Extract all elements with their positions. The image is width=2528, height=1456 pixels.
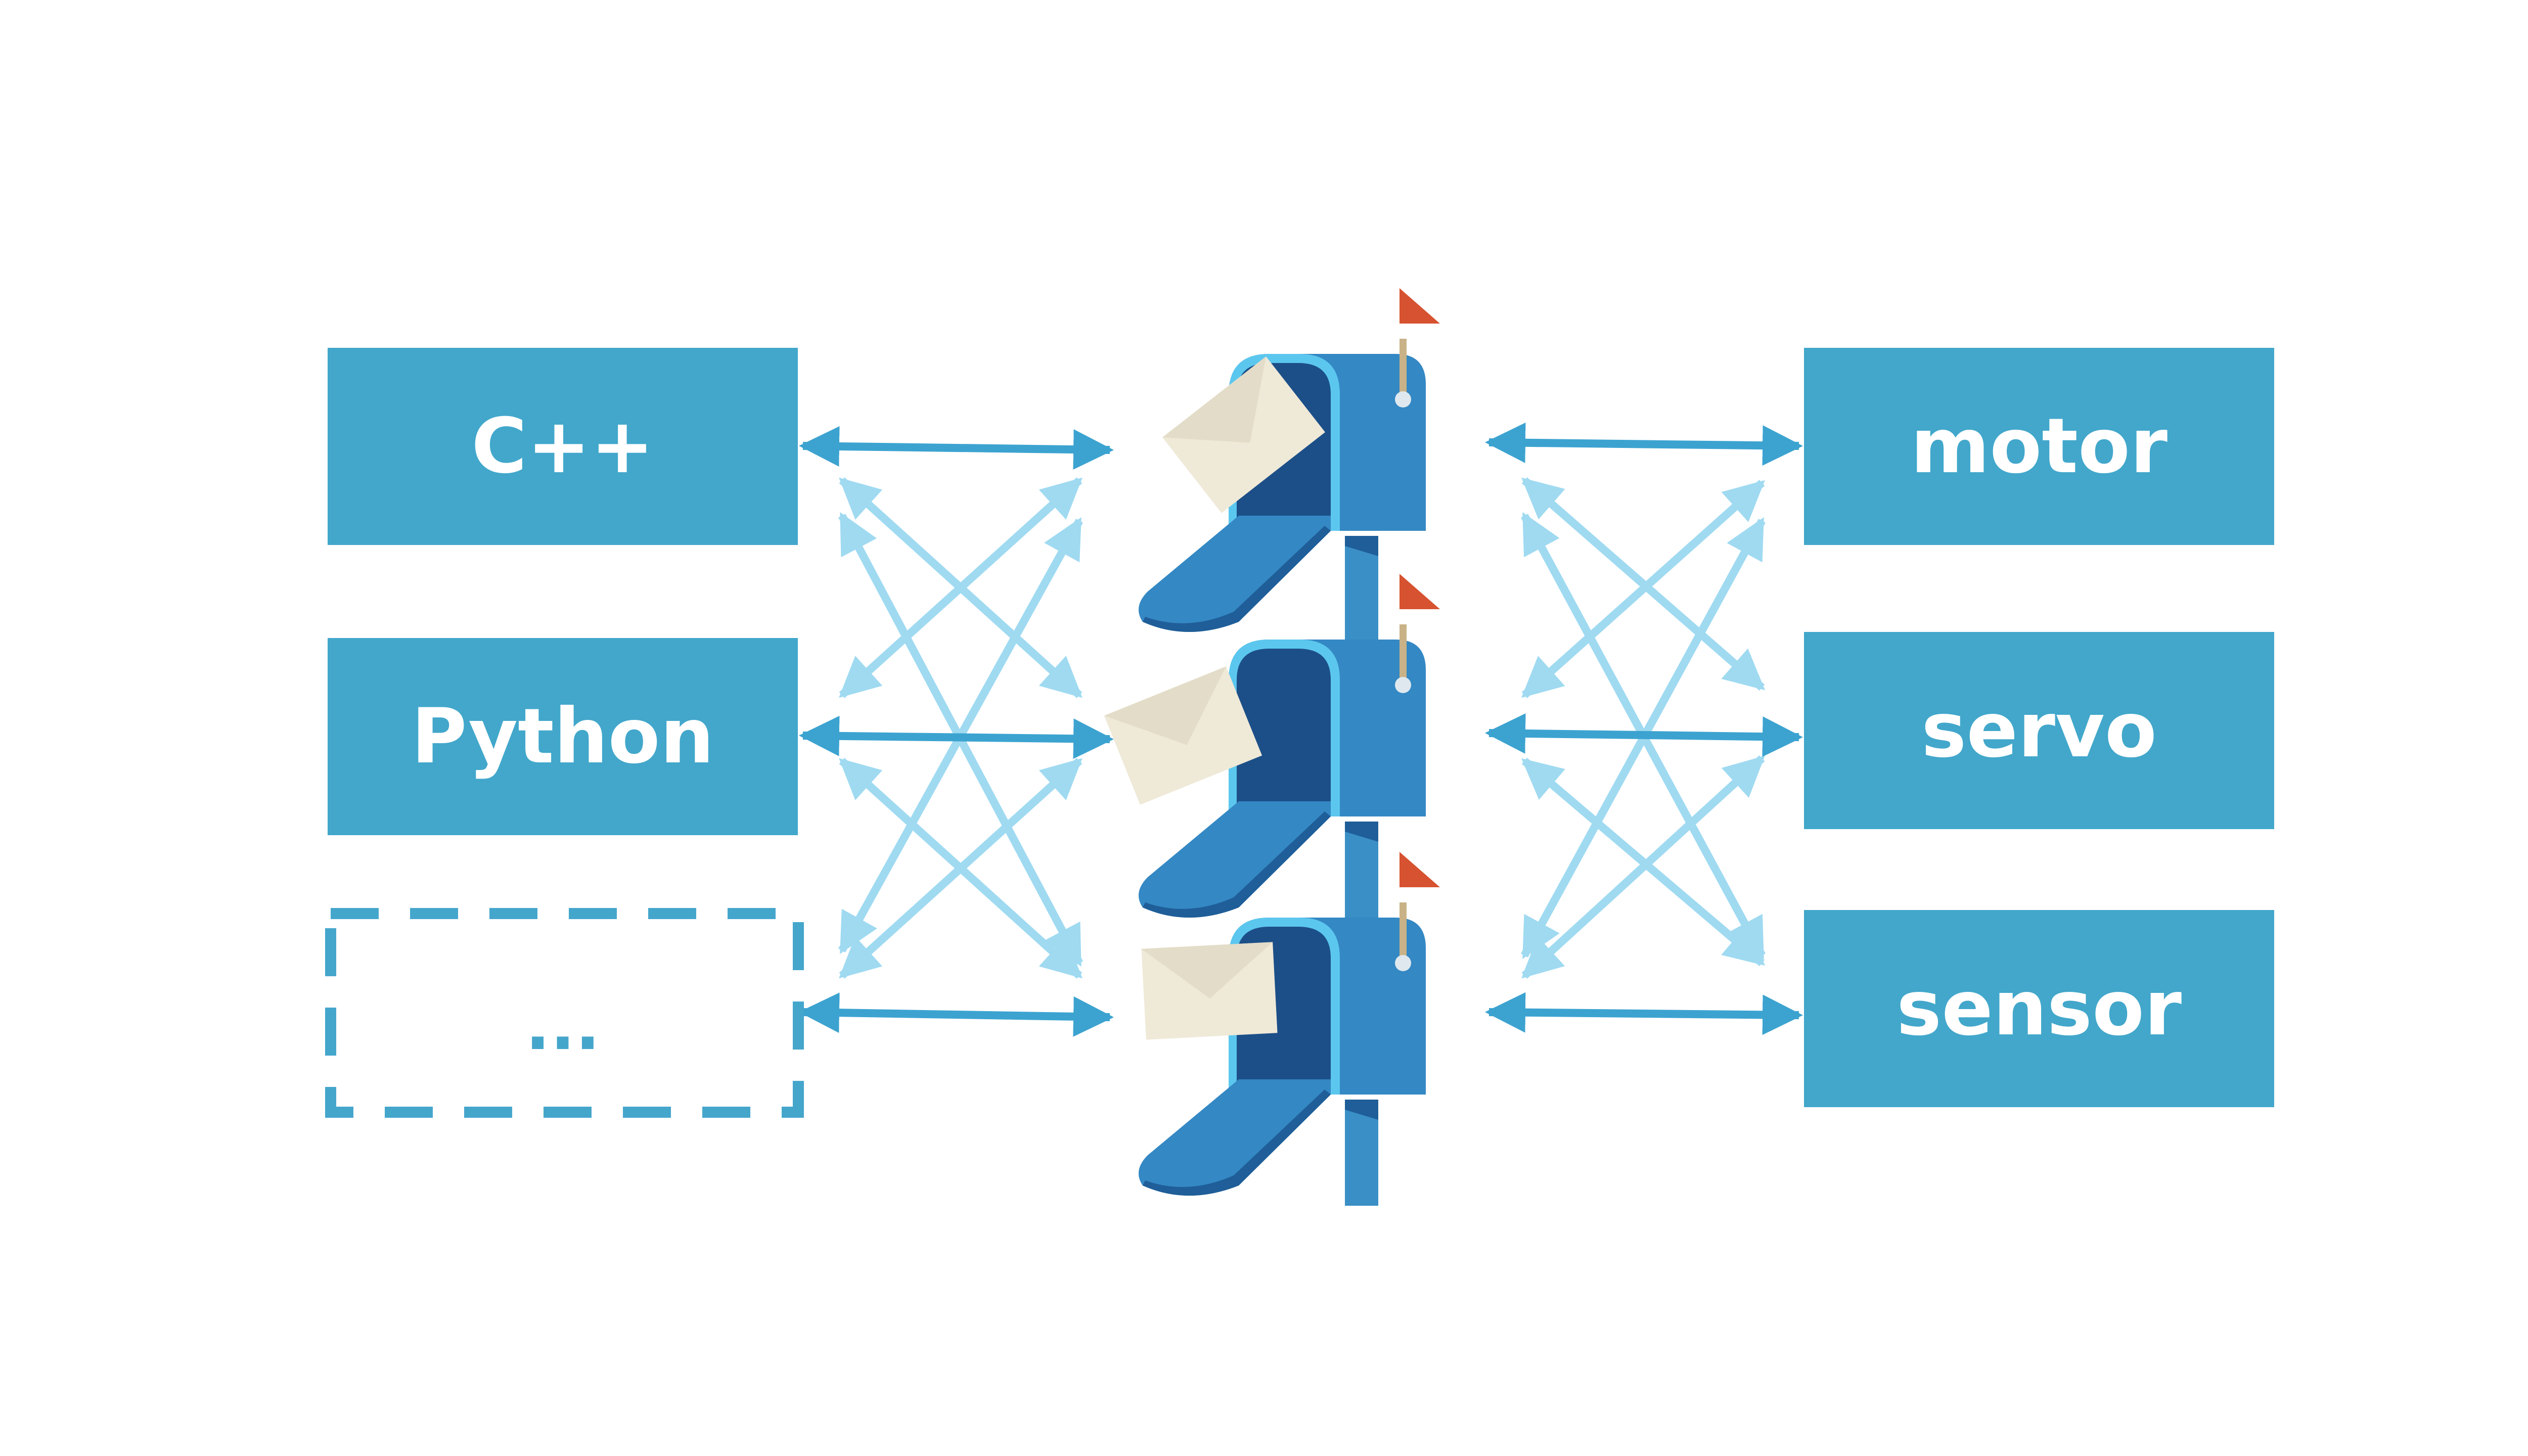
arrow-python-mail2 bbox=[799, 715, 1114, 759]
envelope-icon-3 bbox=[1141, 942, 1278, 1040]
box-sensor bbox=[1804, 910, 2274, 1107]
box-servo-label: servo bbox=[1921, 687, 2157, 775]
arrow-more-to-mail2 bbox=[839, 758, 1082, 979]
arrows-layer bbox=[799, 422, 1803, 1037]
mailbox-icon-3 bbox=[1139, 852, 1440, 1206]
arrow-mail3-sensor bbox=[1485, 992, 1803, 1035]
envelope-icon-2 bbox=[1104, 666, 1262, 805]
box-cpp-label: C++ bbox=[471, 402, 654, 490]
box-sensor-label: sensor bbox=[1897, 965, 2182, 1053]
box-servo bbox=[1804, 632, 2274, 829]
arrow-more-mail3 bbox=[799, 992, 1114, 1037]
box-python-label: Python bbox=[412, 693, 714, 781]
box-python bbox=[328, 638, 798, 835]
box-motor bbox=[1804, 348, 2274, 545]
arrow-mail3-to-servo bbox=[1521, 755, 1765, 979]
arrow-mail1-motor bbox=[1485, 422, 1803, 466]
box-more-label: ... bbox=[525, 988, 600, 1065]
envelope-icon-1 bbox=[1162, 356, 1325, 513]
box-motor-label: motor bbox=[1911, 402, 2168, 490]
mailbox-icon-1 bbox=[1139, 288, 1440, 642]
box-cpp bbox=[328, 348, 798, 545]
box-more-dashed bbox=[325, 908, 804, 1118]
arrow-mail2-servo bbox=[1485, 713, 1803, 757]
arrow-cpp-mail1 bbox=[799, 426, 1114, 470]
mailbox-icon-2 bbox=[1104, 574, 1440, 928]
